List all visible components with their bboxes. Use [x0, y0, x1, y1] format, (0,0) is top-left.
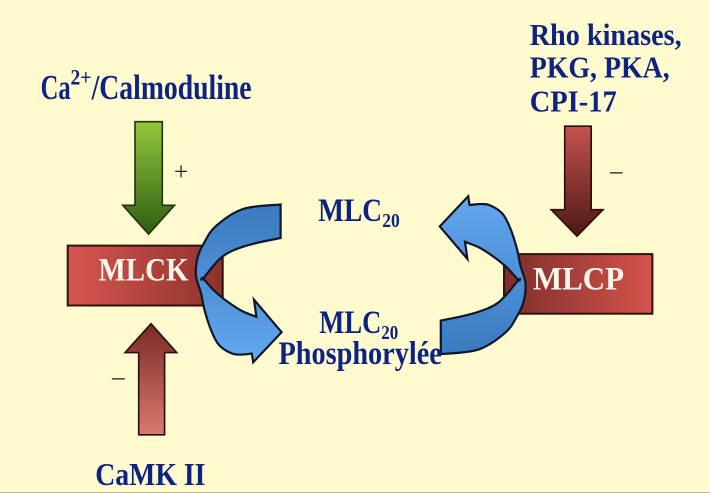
svg-text:2+: 2+	[71, 65, 92, 90]
svg-text:+: +	[174, 159, 188, 186]
svg-text:MLC: MLC	[319, 305, 381, 341]
svg-text:Rho kinases,: Rho kinases,	[530, 17, 682, 52]
svg-text:20: 20	[381, 322, 398, 344]
svg-text:20: 20	[382, 210, 400, 232]
svg-text:Ca: Ca	[41, 68, 71, 107]
svg-text:MLCK: MLCK	[99, 253, 189, 289]
svg-text:CPI-17: CPI-17	[530, 83, 617, 118]
svg-text:–: –	[111, 364, 125, 391]
svg-text:PKG, PKA,: PKG, PKA,	[530, 50, 670, 85]
svg-text:CaMK II: CaMK II	[95, 456, 205, 492]
svg-text:MLCP: MLCP	[533, 262, 624, 298]
svg-text:–: –	[609, 158, 623, 185]
svg-text:/Calmoduline: /Calmoduline	[91, 68, 252, 107]
svg-text:Phosphorylée: Phosphorylée	[279, 336, 442, 372]
svg-text:MLC: MLC	[318, 193, 382, 229]
